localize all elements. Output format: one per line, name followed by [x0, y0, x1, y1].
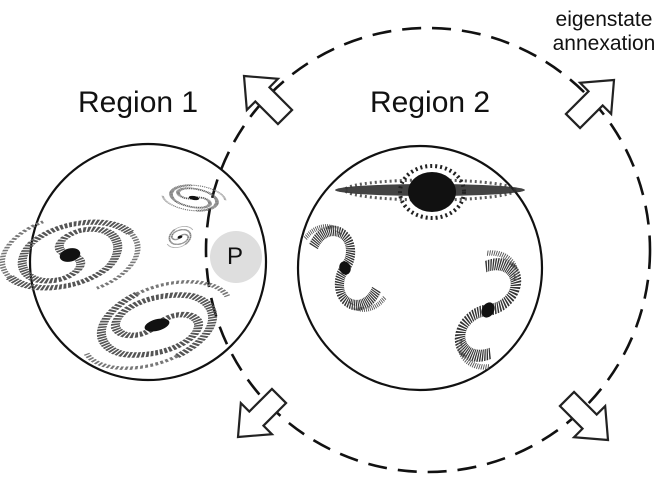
- annexation-label-line-2: annexation: [552, 32, 656, 55]
- outward-arrow-icon-upper-left: [227, 59, 302, 134]
- spiral-galaxy-icon: [74, 269, 239, 380]
- edge-on-galaxy-icon: [335, 164, 525, 220]
- spiral-galaxy-icon: [435, 247, 542, 372]
- spiral-galaxy-icon: [0, 200, 146, 310]
- outward-arrow-icon-upper-right: [556, 63, 631, 138]
- outward-arrow-icon-lower-right: [550, 382, 625, 457]
- region-2-label: Region 2: [370, 86, 491, 119]
- point-p-label: P: [227, 243, 244, 270]
- region-1-label: Region 1: [78, 86, 199, 119]
- point-p-marker: [210, 231, 262, 283]
- spiral-galaxy-icon: [303, 215, 388, 322]
- region-1-circle: [28, 142, 268, 382]
- spiral-galaxy-icon: [163, 223, 196, 250]
- annexation-label-line-1: eigenstate: [555, 8, 653, 31]
- eigenstate-annexation-label: eigenstate annexation: [538, 8, 670, 56]
- spiral-galaxy-icon: [161, 180, 227, 216]
- outward-arrow-icon-lower-left: [221, 379, 296, 454]
- region-2-circle: [296, 144, 544, 392]
- dashed-annexation-circle: [204, 26, 652, 474]
